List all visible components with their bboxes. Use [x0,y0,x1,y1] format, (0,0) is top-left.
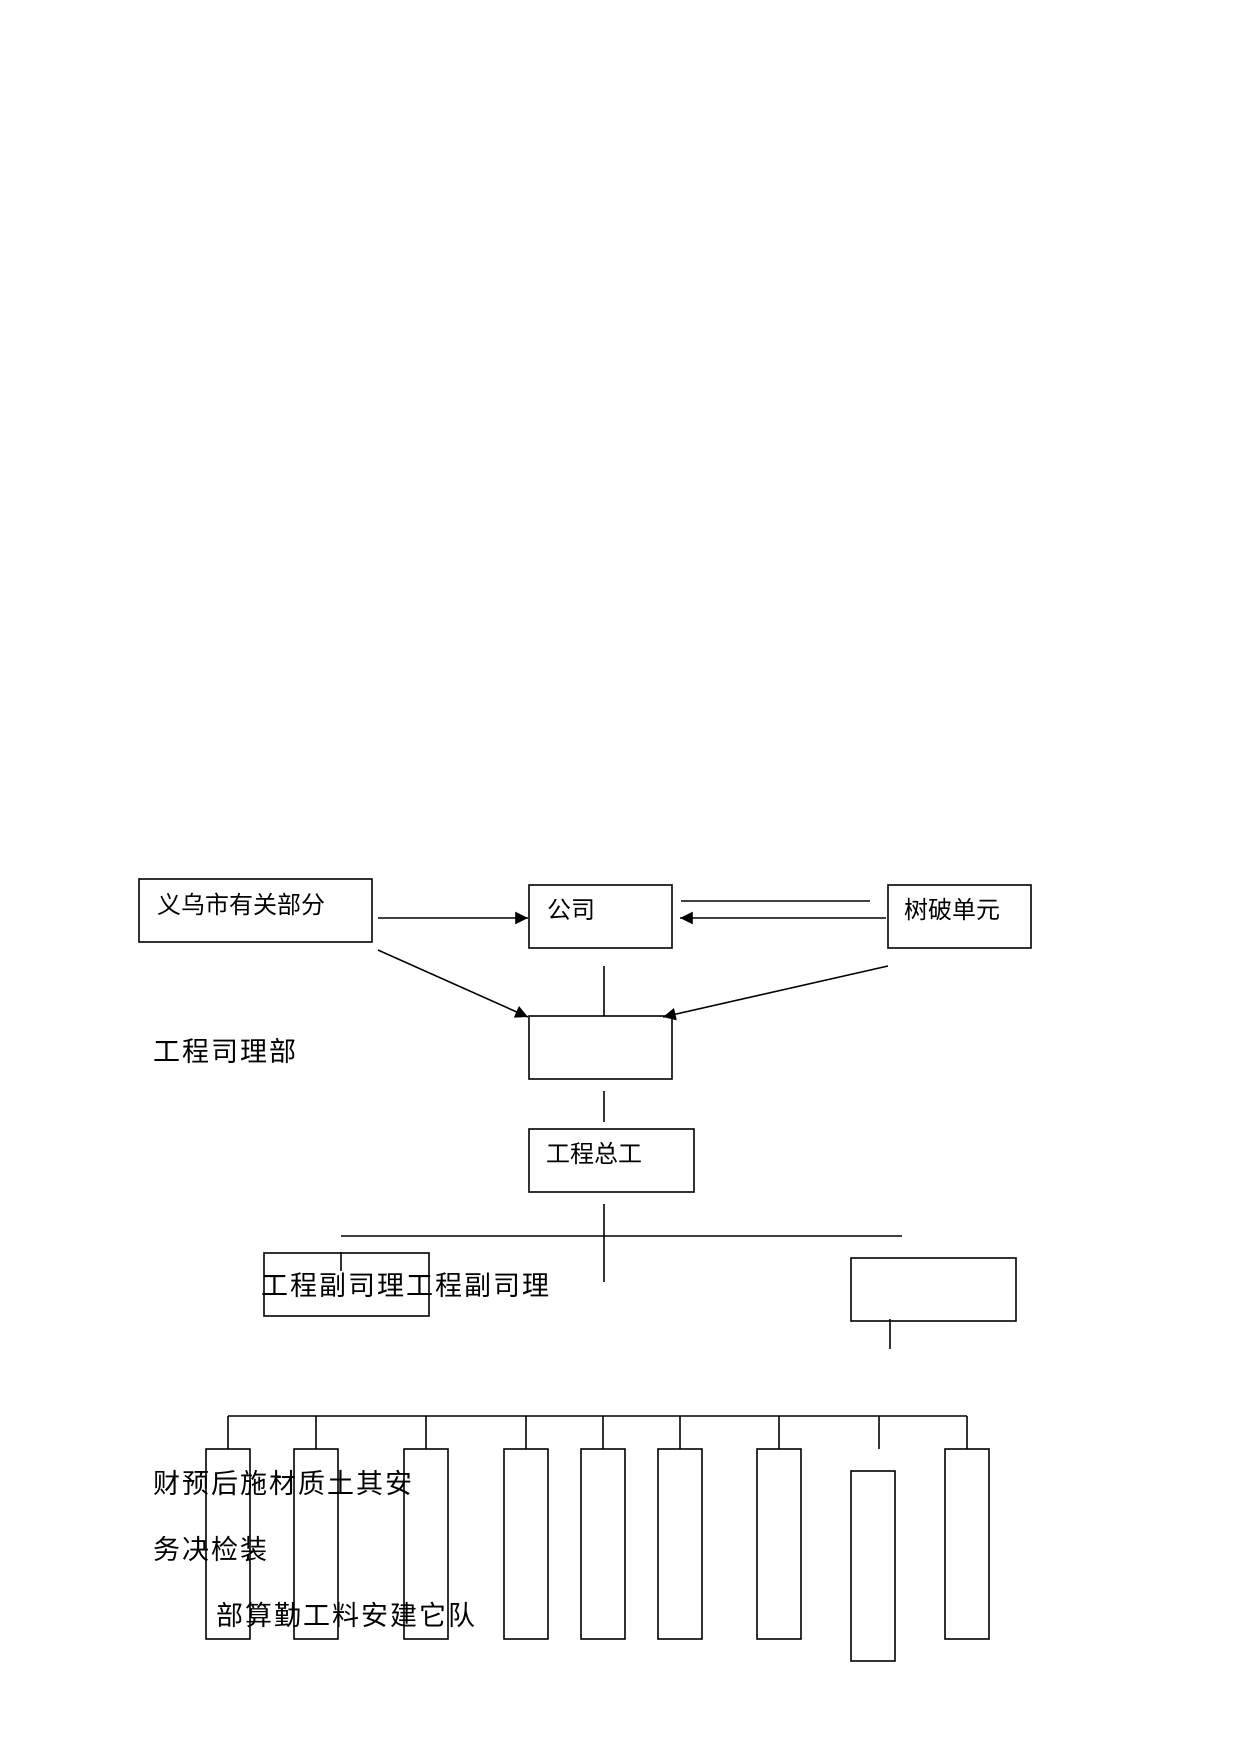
box-company [528,884,673,949]
dept-box-construction [503,1448,549,1640]
arrow-yiwu-to-dept [377,949,529,1018]
box-yiwu [138,878,373,943]
box-shupo-label: 树破单元 [904,896,1000,924]
dept-label-row-3: 部算勤工料安建它队 [216,1601,477,1632]
deputy-managers-label: 工程副司理工程副司理 [261,1271,551,1302]
dept-box-materials [580,1448,626,1640]
dept-box-install-team [944,1448,990,1640]
arrow-shupo-to-dept [662,965,889,1021]
box-chief-engineer [528,1128,695,1193]
box-shupo [887,884,1032,949]
box-deputy-manager-right [850,1257,1017,1322]
box-project-manager-dept [528,1015,673,1080]
box-company-label: 公司 [547,896,595,924]
box-chief-engineer-label: 工程总工 [546,1140,642,1168]
dept-label-row-1: 财预后施材质土其安 [153,1469,414,1500]
dept-box-other [850,1470,896,1662]
project-manager-dept-label: 工程司理部 [153,1037,298,1068]
dept-box-quality-safety [657,1448,703,1640]
box-yiwu-label: 义乌市有关部分 [157,891,325,919]
box-deputy-manager-left [263,1252,430,1317]
dept-label-row-2: 务决检装 [153,1535,269,1566]
dept-box-civil [756,1448,802,1640]
